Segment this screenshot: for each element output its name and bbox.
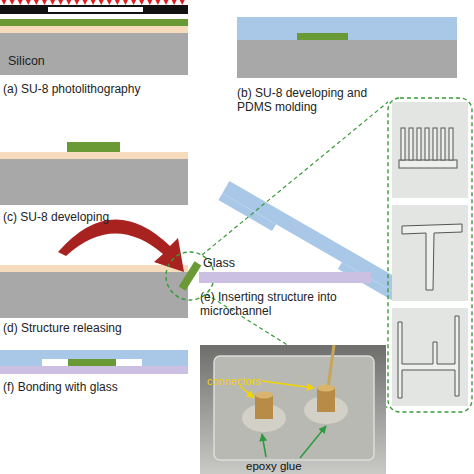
comb-tooth xyxy=(425,128,429,160)
photo-annotation: connectors xyxy=(207,374,277,388)
connector xyxy=(317,388,335,412)
leader-arrow xyxy=(262,381,314,388)
t-structure xyxy=(402,224,462,290)
uv-arrow xyxy=(26,0,31,5)
glass-chip xyxy=(214,356,374,460)
comb-tooth xyxy=(401,128,405,160)
leader-arrow xyxy=(240,386,254,398)
comb-tooth xyxy=(441,128,445,160)
micrograph xyxy=(392,308,468,406)
step-caption: (e) Inserting structure into microchanne… xyxy=(200,290,368,318)
photo-annotation: epoxy glue xyxy=(246,459,326,473)
sacrificial-layer xyxy=(0,26,188,33)
uv-arrow xyxy=(42,0,47,5)
glass-substrate xyxy=(0,366,188,374)
h-structure xyxy=(398,316,459,398)
uv-arrow xyxy=(10,0,15,5)
transfer-arrow xyxy=(58,219,184,272)
node-text: Glass xyxy=(203,256,235,270)
comb-tooth xyxy=(449,128,453,160)
sacrificial-layer xyxy=(0,265,188,272)
uv-arrow xyxy=(66,0,71,5)
uv-arrow xyxy=(83,0,88,5)
silicon-substrate xyxy=(237,40,457,78)
comb-tooth xyxy=(433,128,437,160)
uv-arrow xyxy=(91,0,96,5)
zoom-box xyxy=(388,98,472,412)
su8-structure xyxy=(179,261,202,291)
uv-arrow xyxy=(131,0,136,5)
leader-arrow xyxy=(262,434,266,457)
node-text: Silicon xyxy=(8,54,45,68)
su8-layer xyxy=(0,19,188,26)
comb-tooth xyxy=(417,128,421,160)
uv-arrow xyxy=(147,0,152,5)
pdms-layer xyxy=(0,350,188,366)
uv-arrow xyxy=(155,0,160,5)
pdms-wall xyxy=(218,193,276,231)
silicon-substrate xyxy=(0,159,188,205)
micrograph xyxy=(392,102,468,198)
uv-arrow xyxy=(99,0,104,5)
zoom-line xyxy=(202,102,388,255)
micrograph xyxy=(392,205,468,301)
uv-arrow xyxy=(180,0,185,5)
uv-arrow xyxy=(139,0,144,5)
step-caption: (d) Structure releasing xyxy=(3,321,193,335)
uv-arrow xyxy=(107,0,112,5)
comb-structure xyxy=(399,160,457,168)
step-caption: (f) Bonding with glass xyxy=(3,380,193,394)
su8-structure xyxy=(68,359,116,366)
connector-top xyxy=(317,385,335,392)
su8-mold xyxy=(297,33,348,40)
connector-top xyxy=(255,392,273,399)
microchannel xyxy=(42,359,142,366)
sacrificial-layer xyxy=(0,152,188,159)
step-caption: (a) SU-8 photolithography xyxy=(3,82,193,96)
uv-arrow xyxy=(18,0,23,5)
uv-arrow xyxy=(123,0,128,5)
photomask xyxy=(0,5,188,14)
pdms-layer xyxy=(237,17,457,40)
device-photo xyxy=(200,345,386,474)
uv-arrow xyxy=(115,0,120,5)
su8-structure xyxy=(67,142,120,152)
uv-arrow xyxy=(2,0,7,5)
leader-arrow xyxy=(300,426,326,458)
comb-tooth xyxy=(409,128,413,160)
connector xyxy=(255,395,273,419)
released-structure xyxy=(179,261,202,291)
silicon-layer: Silicon xyxy=(0,33,188,75)
uv-arrow xyxy=(50,0,55,5)
glass-slide: Glass xyxy=(199,272,371,283)
mask-window xyxy=(48,7,143,12)
uv-arrow xyxy=(58,0,63,5)
step-caption: (b) SU-8 developing and PDMS molding xyxy=(237,86,387,114)
uv-arrow xyxy=(74,0,79,5)
step-caption: (c) SU-8 developing xyxy=(3,210,193,224)
generated-marks xyxy=(2,0,454,160)
uv-arrow xyxy=(164,0,169,5)
silicon-substrate xyxy=(0,272,188,318)
uv-arrow xyxy=(172,0,177,5)
uv-arrow xyxy=(34,0,39,5)
